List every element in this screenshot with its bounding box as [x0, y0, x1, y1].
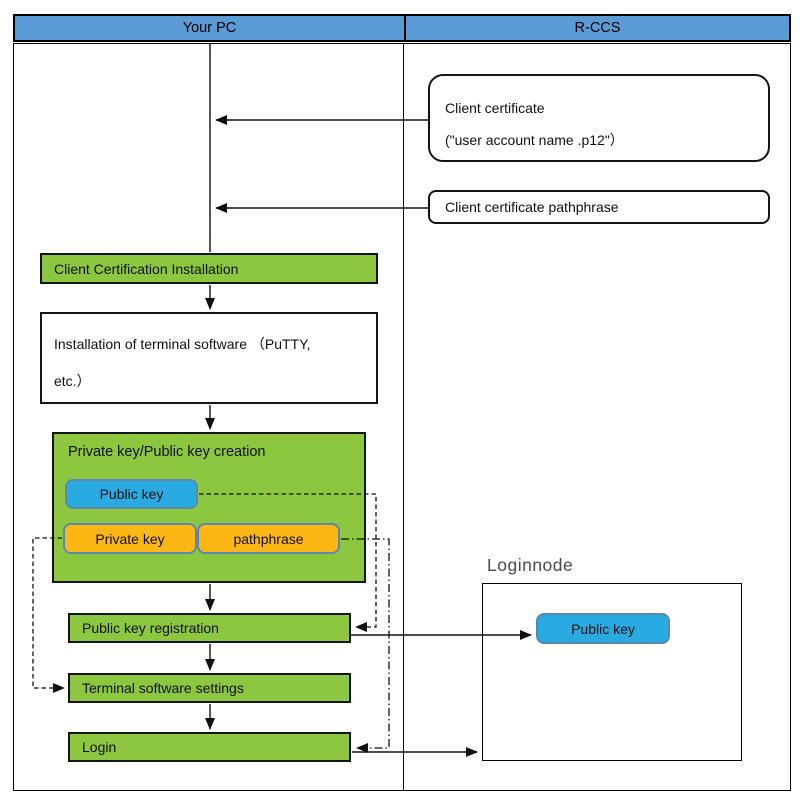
loginnode-box	[482, 583, 742, 761]
client-certificate-line2: ("user account name .p12"）	[445, 132, 624, 148]
box-client-cert-installation: Client Certification Installation	[40, 253, 378, 284]
public-key-label: Public key	[99, 486, 164, 502]
loginnode-public-key-label: Public key	[571, 620, 635, 637]
public-key-registration-label: Public key registration	[82, 620, 219, 636]
client-certificate-pathphrase-label: Client certificate pathphrase	[445, 199, 619, 215]
chip-pathphrase: pathphrase	[197, 523, 340, 554]
box-client-certificate: Client certificate ("user account name .…	[428, 74, 770, 162]
header-cell-your-pc: Your PC	[15, 16, 406, 40]
box-login: Login	[68, 732, 351, 762]
private-key-label: Private key	[95, 530, 165, 547]
loginnode-label: Loginnode	[487, 555, 574, 575]
terminal-install-line1: Installation of terminal software （PuTTY…	[54, 336, 311, 352]
terminal-software-settings-label: Terminal software settings	[82, 680, 244, 696]
header-label-your-pc: Your PC	[182, 20, 237, 36]
box-terminal-install: Installation of terminal software （PuTTY…	[40, 312, 378, 404]
terminal-install-line2: etc.）	[54, 373, 91, 389]
chip-private-key: Private key	[63, 523, 197, 554]
box-terminal-software-settings: Terminal software settings	[68, 673, 351, 703]
header-cell-r-ccs: R-CCS	[406, 16, 789, 40]
client-cert-installation-label: Client Certification Installation	[54, 260, 239, 277]
pathphrase-label: pathphrase	[233, 530, 304, 547]
box-client-certificate-pathphrase: Client certificate pathphrase	[428, 190, 770, 224]
header-label-r-ccs: R-CCS	[574, 20, 621, 36]
chip-loginnode-public-key: Public key	[536, 613, 670, 644]
header-bar: Your PC R-CCS	[13, 14, 791, 42]
box-public-key-registration: Public key registration	[68, 613, 351, 643]
key-creation-title: Private key/Public key creation	[68, 444, 266, 460]
column-divider	[403, 43, 404, 791]
login-label: Login	[82, 739, 117, 755]
client-certificate-line1: Client certificate	[445, 100, 545, 116]
chip-public-key: Public key	[65, 479, 198, 509]
